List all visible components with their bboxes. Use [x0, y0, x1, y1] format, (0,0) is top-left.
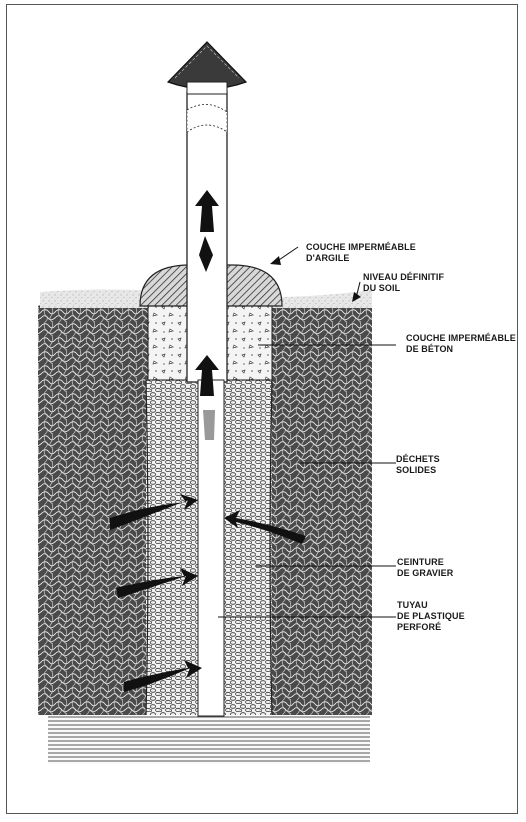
- solid-waste-label: DÉCHETS SOLIDES: [396, 454, 440, 476]
- concrete-seal-right: [226, 305, 272, 380]
- base-strata: [48, 712, 370, 764]
- concrete-seal-left: [148, 305, 191, 380]
- vent-pipe-upper: [187, 92, 227, 382]
- concrete-seal-label: COUCHE IMPERMÉABLE DE BÉTON: [406, 333, 516, 355]
- gravel-pack-label: CEINTURE DE GRAVIER: [397, 557, 453, 579]
- clay-cap-label: COUCHE IMPERMÉABLE D'ARGILE: [306, 242, 416, 264]
- final-grade-label: NIVEAU DÉFINITIF DU SOIL: [363, 272, 444, 294]
- perforated-pipe-label: TUYAU DE PLASTIQUE PERFORÉ: [397, 600, 465, 633]
